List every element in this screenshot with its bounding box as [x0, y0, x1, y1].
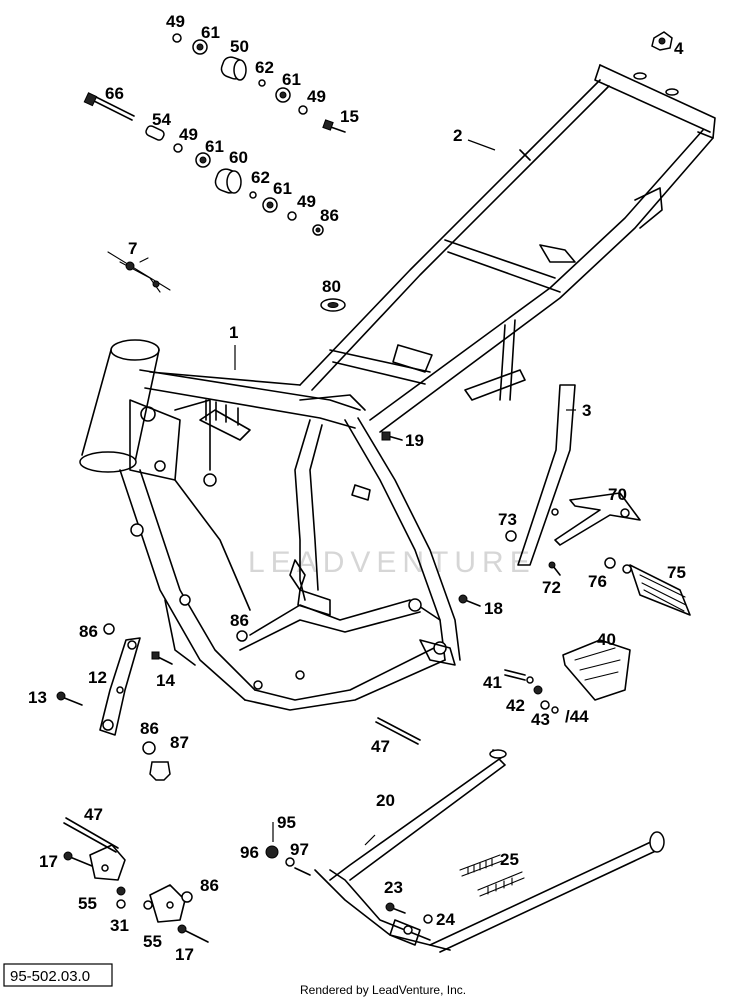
label-73: 73 — [498, 510, 517, 529]
swingarm-bushing-stack-lower — [145, 125, 324, 236]
label-66: 66 — [105, 84, 124, 103]
label-86c: 86 — [79, 622, 98, 641]
part-labels: 49 61 50 62 61 49 15 66 54 49 61 60 62 6… — [28, 12, 686, 964]
label-43: 43 — [531, 710, 550, 729]
label-86b: 86 — [230, 611, 249, 630]
footpeg-part-75 — [622, 564, 691, 616]
label-20: 20 — [376, 791, 395, 810]
label-97: 97 — [290, 840, 309, 859]
engine-mount-bracket-set — [63, 817, 209, 943]
label-61a: 61 — [201, 23, 220, 42]
label-61c: 61 — [205, 137, 224, 156]
label-60: 60 — [229, 148, 248, 167]
bolt-19 — [381, 431, 403, 441]
label-40: 40 — [597, 630, 616, 649]
long-bolt-47 — [375, 717, 421, 745]
label-23: 23 — [384, 878, 403, 897]
bolt-23 — [391, 907, 406, 914]
pin-76 — [604, 557, 616, 569]
swingarm-bolt — [83, 92, 135, 121]
label-44: /44 — [565, 707, 589, 726]
label-4: 4 — [674, 39, 684, 58]
label-62b: 62 — [251, 168, 270, 187]
label-87: 87 — [170, 733, 189, 752]
link-plate-12 — [99, 637, 141, 736]
stand-fastener-set — [265, 822, 311, 876]
label-75: 75 — [667, 563, 686, 582]
label-18: 18 — [484, 599, 503, 618]
cable-clip-part — [107, 251, 171, 293]
nut-86-d — [142, 741, 156, 755]
label-55b: 55 — [143, 932, 162, 951]
label-47b: 47 — [84, 805, 103, 824]
cap-87 — [149, 761, 171, 781]
label-49c: 49 — [179, 125, 198, 144]
nut-86-b — [103, 623, 115, 635]
drawing-code-box — [3, 963, 113, 987]
frame-brace-part — [517, 384, 576, 566]
label-24: 24 — [436, 910, 455, 929]
label-49b: 49 — [307, 87, 326, 106]
label-70: 70 — [608, 485, 627, 504]
swingarm-bushing-stack-upper — [172, 33, 346, 133]
label-41: 41 — [483, 673, 502, 692]
label-86a: 86 — [320, 206, 339, 225]
label-61b: 61 — [282, 70, 301, 89]
label-55a: 55 — [78, 894, 97, 913]
footpeg-bracket-part — [554, 492, 641, 546]
label-17b: 17 — [175, 945, 194, 964]
label-17a: 17 — [39, 852, 58, 871]
label-80: 80 — [322, 277, 341, 296]
side-stand-20 — [314, 749, 665, 953]
label-62a: 62 — [255, 58, 274, 77]
spring-25 — [459, 854, 525, 897]
label-31: 31 — [110, 916, 129, 935]
label-19: 19 — [405, 431, 424, 450]
label-95: 95 — [277, 813, 296, 832]
drawing-code: 95-502.03.0 — [10, 968, 90, 985]
label-50: 50 — [230, 37, 249, 56]
label-49d: 49 — [297, 192, 316, 211]
nut-part — [651, 31, 673, 51]
label-25: 25 — [500, 850, 519, 869]
rear-subframe — [299, 64, 716, 433]
main-frame — [79, 339, 461, 711]
label-3: 3 — [582, 401, 591, 420]
label-54: 54 — [152, 110, 171, 129]
nut-73 — [505, 530, 517, 542]
label-12: 12 — [88, 668, 107, 687]
label-76: 76 — [588, 572, 607, 591]
label-2: 2 — [453, 126, 462, 145]
leader-lines — [234, 139, 576, 846]
label-42: 42 — [506, 696, 525, 715]
rendered-by-credit: Rendered by LeadVenture, Inc. — [300, 983, 466, 997]
label-47a: 47 — [371, 737, 390, 756]
label-7: 7 — [128, 239, 137, 258]
label-72: 72 — [542, 578, 561, 597]
label-96: 96 — [240, 843, 259, 862]
bolt-24 — [423, 914, 433, 924]
footpeg-part-40 — [562, 639, 631, 701]
label-61d: 61 — [273, 179, 292, 198]
label-15: 15 — [340, 107, 359, 126]
label-86e: 86 — [200, 876, 219, 895]
label-1: 1 — [229, 323, 238, 342]
label-86d: 86 — [140, 719, 159, 738]
bolt-18 — [458, 594, 481, 607]
label-14: 14 — [156, 671, 175, 690]
nut-86-c — [236, 630, 248, 642]
label-49a: 49 — [166, 12, 185, 31]
footpeg-pin-set — [504, 669, 559, 714]
label-13: 13 — [28, 688, 47, 707]
bolt-13 — [61, 696, 83, 706]
